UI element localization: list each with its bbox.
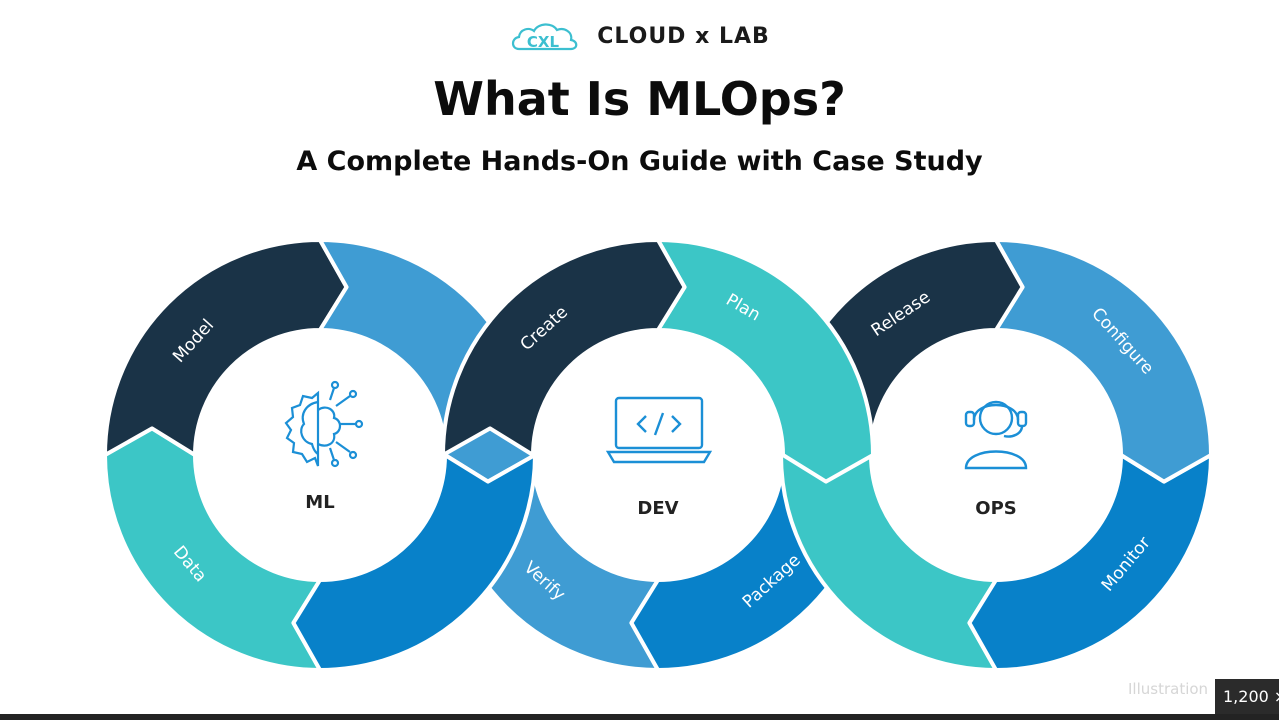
brain-gear-icon [284,380,364,468]
brand-logo: CXL CLOUD x LAB [0,14,1279,58]
header: CXL CLOUD x LAB What Is MLOps? A Complet… [0,0,1279,200]
hub-dev: DEV [533,330,783,580]
ring-segments [103,238,1213,672]
logo-mark-text: CXL [527,33,560,51]
bottom-bar [0,714,1279,720]
code-laptop-icon [605,396,713,464]
hub-ops-label: OPS [975,498,1016,519]
hub-ml-label: ML [305,492,334,513]
hub-ml: ML [195,330,445,580]
image-caption: Illustration [1128,680,1209,698]
page-subtitle: A Complete Hands-On Guide with Case Stud… [296,146,983,177]
hub-ops: OPS [871,330,1121,580]
operator-headset-icon [964,400,1028,470]
cloud-logo-icon: CXL [512,23,578,51]
hub-dev-label: DEV [637,498,678,519]
page-title: What Is MLOps? [433,72,846,126]
size-badge: 1,200 × [1215,679,1279,714]
brand-name: CLOUD x LAB [597,23,770,49]
